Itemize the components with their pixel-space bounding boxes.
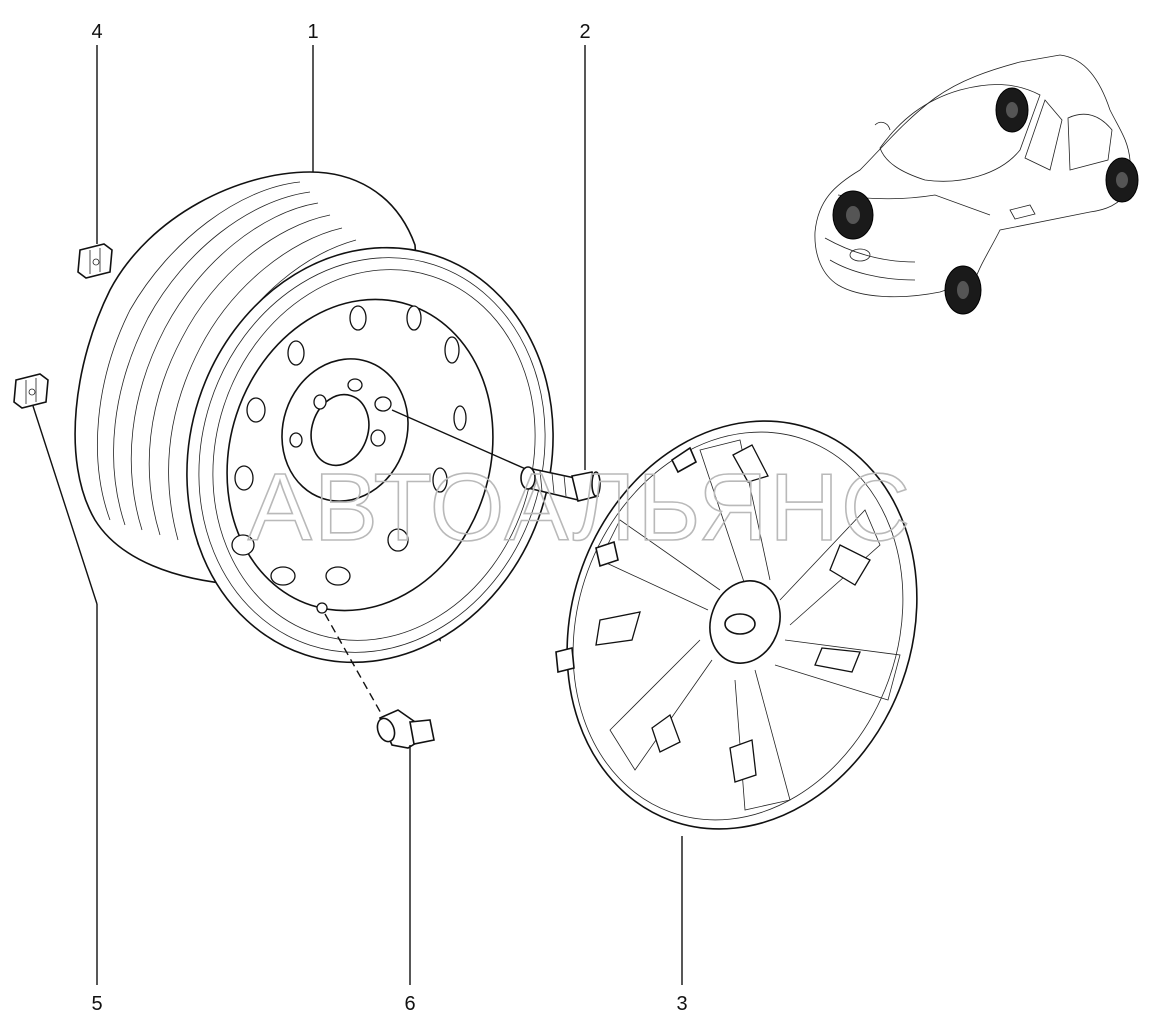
callout-3: 3 bbox=[676, 993, 687, 1015]
callout-2: 2 bbox=[579, 21, 590, 43]
callout-4: 4 bbox=[91, 21, 102, 43]
callout-6: 6 bbox=[404, 993, 415, 1015]
wheel-bolt bbox=[391, 409, 601, 502]
balance-weight-5 bbox=[13, 373, 49, 409]
wheel-cover bbox=[555, 420, 918, 830]
steel-wheel-with-tire bbox=[74, 171, 554, 664]
car-locator-icon bbox=[814, 54, 1139, 315]
callout-5: 5 bbox=[91, 993, 102, 1015]
callout-leaders bbox=[32, 45, 683, 985]
balance-weight-4 bbox=[77, 243, 113, 279]
tire-valve bbox=[324, 613, 435, 749]
callout-1: 1 bbox=[307, 21, 318, 43]
watermark-text: АВТОАЛЬЯНС bbox=[248, 454, 912, 561]
